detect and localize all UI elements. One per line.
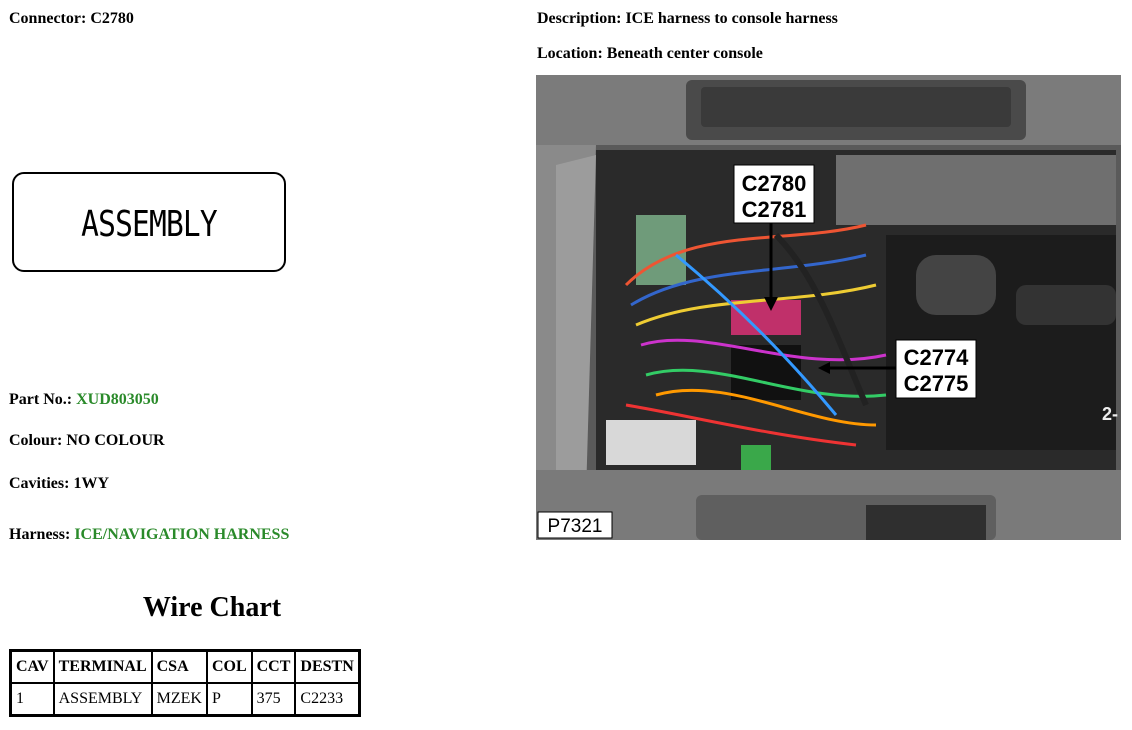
cavities-value: 1WY [73, 475, 109, 492]
col-header-col: COL [205, 649, 253, 684]
cavities-label: Cavities: [9, 475, 70, 492]
assembly-drawing-text: ASSEMBLY [81, 204, 217, 245]
harness-label: Harness: [9, 526, 71, 543]
callout-c2774: C2774 [904, 345, 970, 370]
description-value: ICE harness to console harness [625, 10, 838, 27]
location-label: Location: [537, 45, 603, 62]
harness-field: Harness: ICE/NAVIGATION HARNESS [9, 526, 289, 544]
callout-c2775: C2775 [904, 371, 969, 396]
wire-chart-table: CAV TERMINAL CSA COL CCT DESTN 1 ASSEMBL… [9, 649, 361, 717]
cell-terminal: ASSEMBLY [52, 682, 153, 717]
callout-c2780: C2780 [742, 171, 807, 196]
harness-link[interactable]: ICE/NAVIGATION HARNESS [74, 526, 290, 543]
connector-location-photo: C2780 C2781 C2774 C2775 2- P7321 [536, 75, 1121, 540]
part-no-label: Part No.: [9, 391, 73, 408]
assembly-drawing: ASSEMBLY [12, 172, 286, 272]
connector-label: Connector: [9, 10, 87, 27]
col-header-destn: DESTN [294, 649, 361, 684]
cell-col: P [205, 682, 253, 717]
connector-value: C2780 [90, 10, 134, 27]
part-no-link[interactable]: XUD803050 [76, 391, 159, 408]
cell-cct: 375 [250, 682, 297, 717]
description-field: Description: ICE harness to console harn… [537, 10, 838, 28]
cell-cav: 1 [9, 682, 55, 717]
table-row: 1 ASSEMBLY MZEK P 375 C2233 [9, 682, 361, 717]
colour-label: Colour: [9, 432, 63, 449]
location-value: Beneath center console [606, 45, 763, 62]
cell-destn: C2233 [294, 682, 361, 717]
table-header-row: CAV TERMINAL CSA COL CCT DESTN [9, 649, 361, 684]
shifter-marking: 2- [1102, 404, 1118, 424]
description-label: Description: [537, 10, 622, 27]
callout-c2781: C2781 [742, 197, 807, 222]
col-header-cct: CCT [250, 649, 297, 684]
col-header-csa: CSA [150, 649, 208, 684]
location-field: Location: Beneath center console [537, 45, 763, 63]
photo-reference: P7321 [548, 516, 603, 537]
col-header-cav: CAV [9, 649, 55, 684]
part-no-field: Part No.: XUD803050 [9, 391, 159, 409]
colour-value: NO COLOUR [66, 432, 165, 449]
colour-field: Colour: NO COLOUR [9, 432, 165, 450]
connector-field: Connector: C2780 [9, 10, 134, 28]
cavities-field: Cavities: 1WY [9, 475, 109, 493]
cell-csa: MZEK [150, 682, 208, 717]
wire-chart-title: Wire Chart [142, 592, 282, 623]
col-header-terminal: TERMINAL [52, 649, 153, 684]
